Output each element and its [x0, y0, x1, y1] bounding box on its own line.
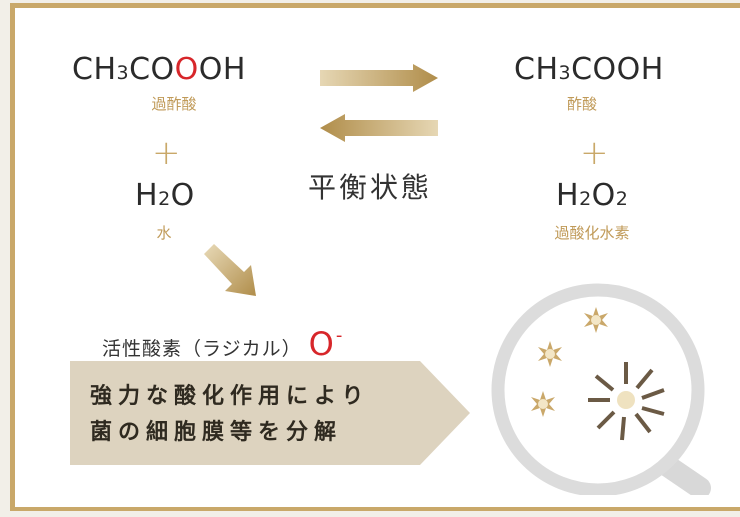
- plus-sign-left: +: [152, 133, 181, 173]
- water-formula: H2O: [135, 178, 195, 213]
- effect-line-2: 菌の細胞膜等を分解: [90, 420, 343, 445]
- bacteria-icon: [538, 341, 562, 367]
- effect-text: 強力な酸化作用により 菌の細胞膜等を分解: [90, 379, 370, 451]
- acetic-acid-formula: CH3COOH: [514, 52, 664, 87]
- effect-band-arrow: [70, 361, 470, 465]
- hydrogen-peroxide-formula: H2O2: [556, 178, 629, 213]
- oxygen-radical-symbol: O-: [308, 325, 344, 363]
- bacteria-icon: [584, 307, 608, 333]
- radical-label: 活性酸素（ラジカル）: [102, 338, 302, 360]
- diagonal-arrow-icon: [204, 244, 256, 296]
- hydrogen-peroxide-label: 過酸化水素: [554, 224, 630, 242]
- plus-sign-right: +: [580, 133, 609, 173]
- magnifier-illustration: [491, 283, 711, 495]
- equilibrium-label: 平衡状態: [308, 171, 433, 204]
- water-label: 水: [156, 224, 172, 242]
- radical-line: 活性酸素（ラジカル） O-: [102, 325, 343, 363]
- magnifier-icon: [491, 283, 711, 495]
- bursting-bacteria-icon: [588, 362, 665, 441]
- equilibrium-arrows-icon: [320, 64, 438, 142]
- acetic-acid-label: 酢酸: [566, 95, 597, 113]
- peracetic-acid-label: 過酢酸: [151, 95, 197, 113]
- effect-line-1: 強力な酸化作用により: [90, 384, 370, 409]
- bacteria-icon: [531, 391, 555, 417]
- peracetic-acid-formula: CH3COOOH: [72, 52, 246, 87]
